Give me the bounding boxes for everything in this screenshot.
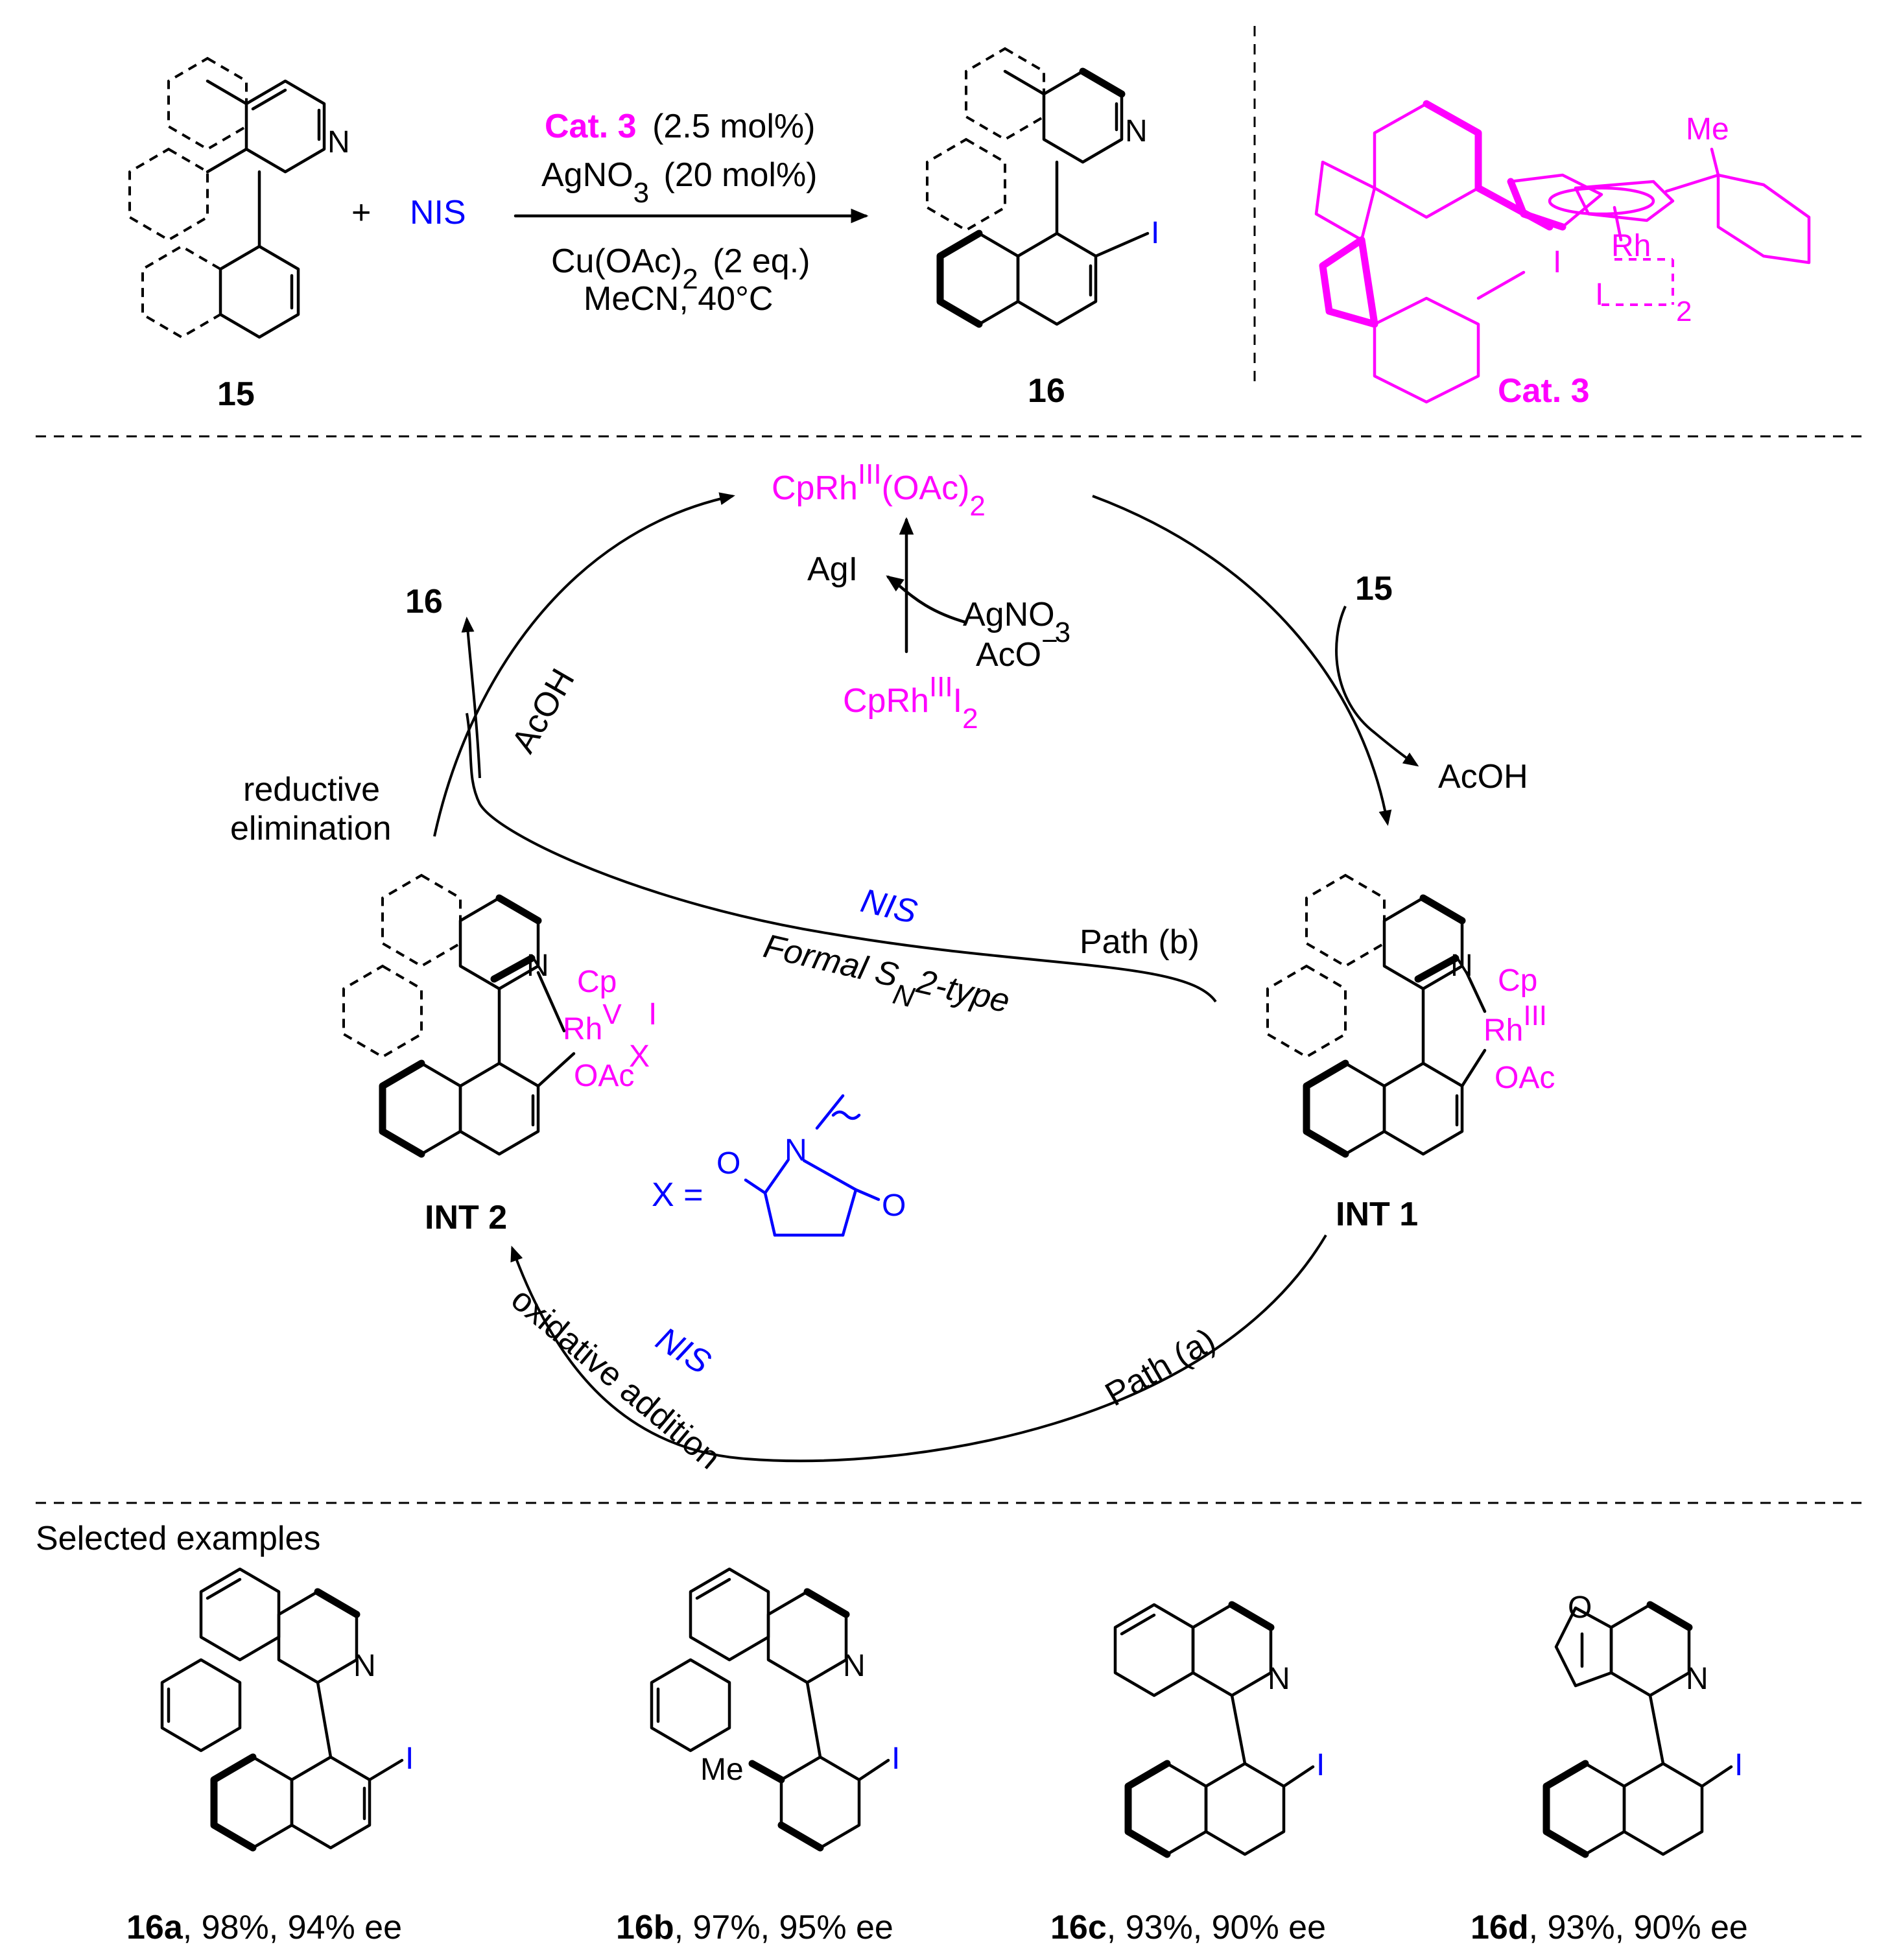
int1-label: INT 1 [1336,1196,1418,1233]
arc-path-b [466,713,1217,1003]
acoh-released: AcOH [1438,758,1528,796]
succinimide-o-right: O [882,1188,906,1223]
nis-reagent: NIS [410,194,466,231]
selected-examples: Selected examples N I 16a, 98%, 94% ee [36,1520,1748,1946]
activation-side-arrow [886,575,968,624]
arc-bottom [510,1234,1327,1463]
product-iodine: I [1151,216,1159,250]
succinimide-structure [744,1094,881,1237]
catalyst-iodide-top: I [1553,245,1561,279]
cycle-label-16: 16 [405,583,443,620]
int2-rh: RhV [563,998,622,1047]
succinimide-o-left: O [716,1146,740,1181]
silver-iodide: AgI [807,550,858,588]
example-16d-iodine: I [1734,1748,1743,1782]
example-16a-iodine: I [405,1742,414,1776]
path-b-label: Path (b) [1080,923,1200,961]
examples-title: Selected examples [36,1520,320,1557]
arc-top-right [1092,495,1392,826]
example-16c-n: N [1268,1662,1290,1696]
int1-rh: RhIII [1483,1000,1547,1048]
elimination-label: elimination [230,810,392,847]
int2-iodide: I [648,997,657,1032]
example-16d-label: 16d, 93%, 90% ee [1471,1909,1748,1946]
example-16b-label: 16b, 97%, 95% ee [616,1909,893,1946]
example-16c-label: 16c, 93%, 90% ee [1050,1909,1326,1946]
catalyst-rhodium: Rh [1611,229,1651,263]
arc-product-release [461,617,481,779]
substrate-n-atom: N [327,125,350,159]
arc-substrate-entry [1335,606,1419,767]
catalyst-label: Cat. 3 [1498,372,1590,410]
example-16c-iodine: I [1316,1748,1325,1782]
substrate-label: 15 [217,375,255,413]
example-16d-furan-o: O [1568,1590,1592,1625]
int2-n-atom: N [526,949,549,983]
condition-silver: AgNO3 (20 mol%) [541,156,818,209]
int1-cp: Cp [1498,963,1537,998]
condition-copper: Cu(OAc)2 (2 eq.) [551,242,810,295]
example-16b-structure [650,1567,890,1852]
succinimide-n: N [785,1133,807,1168]
product-label: 16 [1028,372,1065,410]
product-16-structure [926,47,1150,328]
condition-solvent: MeCN, 40°C [584,280,773,318]
int1-structure [1266,873,1487,1158]
int2-x-ligand: X [629,1039,650,1074]
cycle-label-15: 15 [1355,570,1393,608]
example-16b-methyl: Me [700,1753,744,1787]
catalyst-dimer-subscript: 2 [1676,296,1692,327]
catalyst-3-structure [1314,100,1811,404]
int2-acetate: OAc [574,1059,634,1093]
int2-cp: Cp [577,965,617,999]
plus-sign: + [351,194,371,231]
product-n-atom: N [1125,114,1148,148]
int2-label: INT 2 [425,1199,507,1236]
catalytic-cycle: CpRhIII(OAc)2 AgI AgNO3 AcO− CpRhIIII2 1… [230,458,1555,1477]
catalyst-iodide-bottom: I [1595,277,1603,312]
arc-top-left [433,492,735,837]
example-16d-n: N [1686,1662,1708,1696]
catalyst-methyl: Me [1686,112,1729,147]
example-16d-structure [1542,1601,1733,1858]
x-definition: X = [652,1176,703,1214]
int1-acetate: OAc [1495,1061,1555,1095]
nis-path-a: NIS [650,1320,718,1382]
reaction-scheme: N 15 + NIS Cat. 3 (2.5 mol%) AgNO3 (20 m… [128,26,1811,413]
example-16a-label: 16a, 98%, 94% ee [126,1909,402,1946]
path-a-label: Path (a) [1099,1321,1222,1414]
int1-n-atom: N [1450,949,1473,983]
silver-nitrate: AgNO3 [963,596,1070,648]
example-16b-iodine: I [892,1742,900,1776]
precatalyst: CpRhIIII2 [843,671,978,735]
substrate-15-structure [128,56,326,339]
example-16a-structure [160,1567,404,1852]
acetate: AcO− [976,625,1058,674]
example-16c-structure [1113,1601,1315,1858]
active-catalyst: CpRhIII(OAc)2 [772,458,986,522]
reductive-label: reductive [243,771,380,809]
nis-path-b: NIS [857,882,921,931]
example-16b-n: N [843,1649,866,1683]
example-16a-n: N [353,1649,376,1683]
acoh-left: AcOH [504,663,582,759]
condition-catalyst: Cat. 3 (2.5 mol%) [545,108,815,145]
int2-structure [342,873,576,1158]
